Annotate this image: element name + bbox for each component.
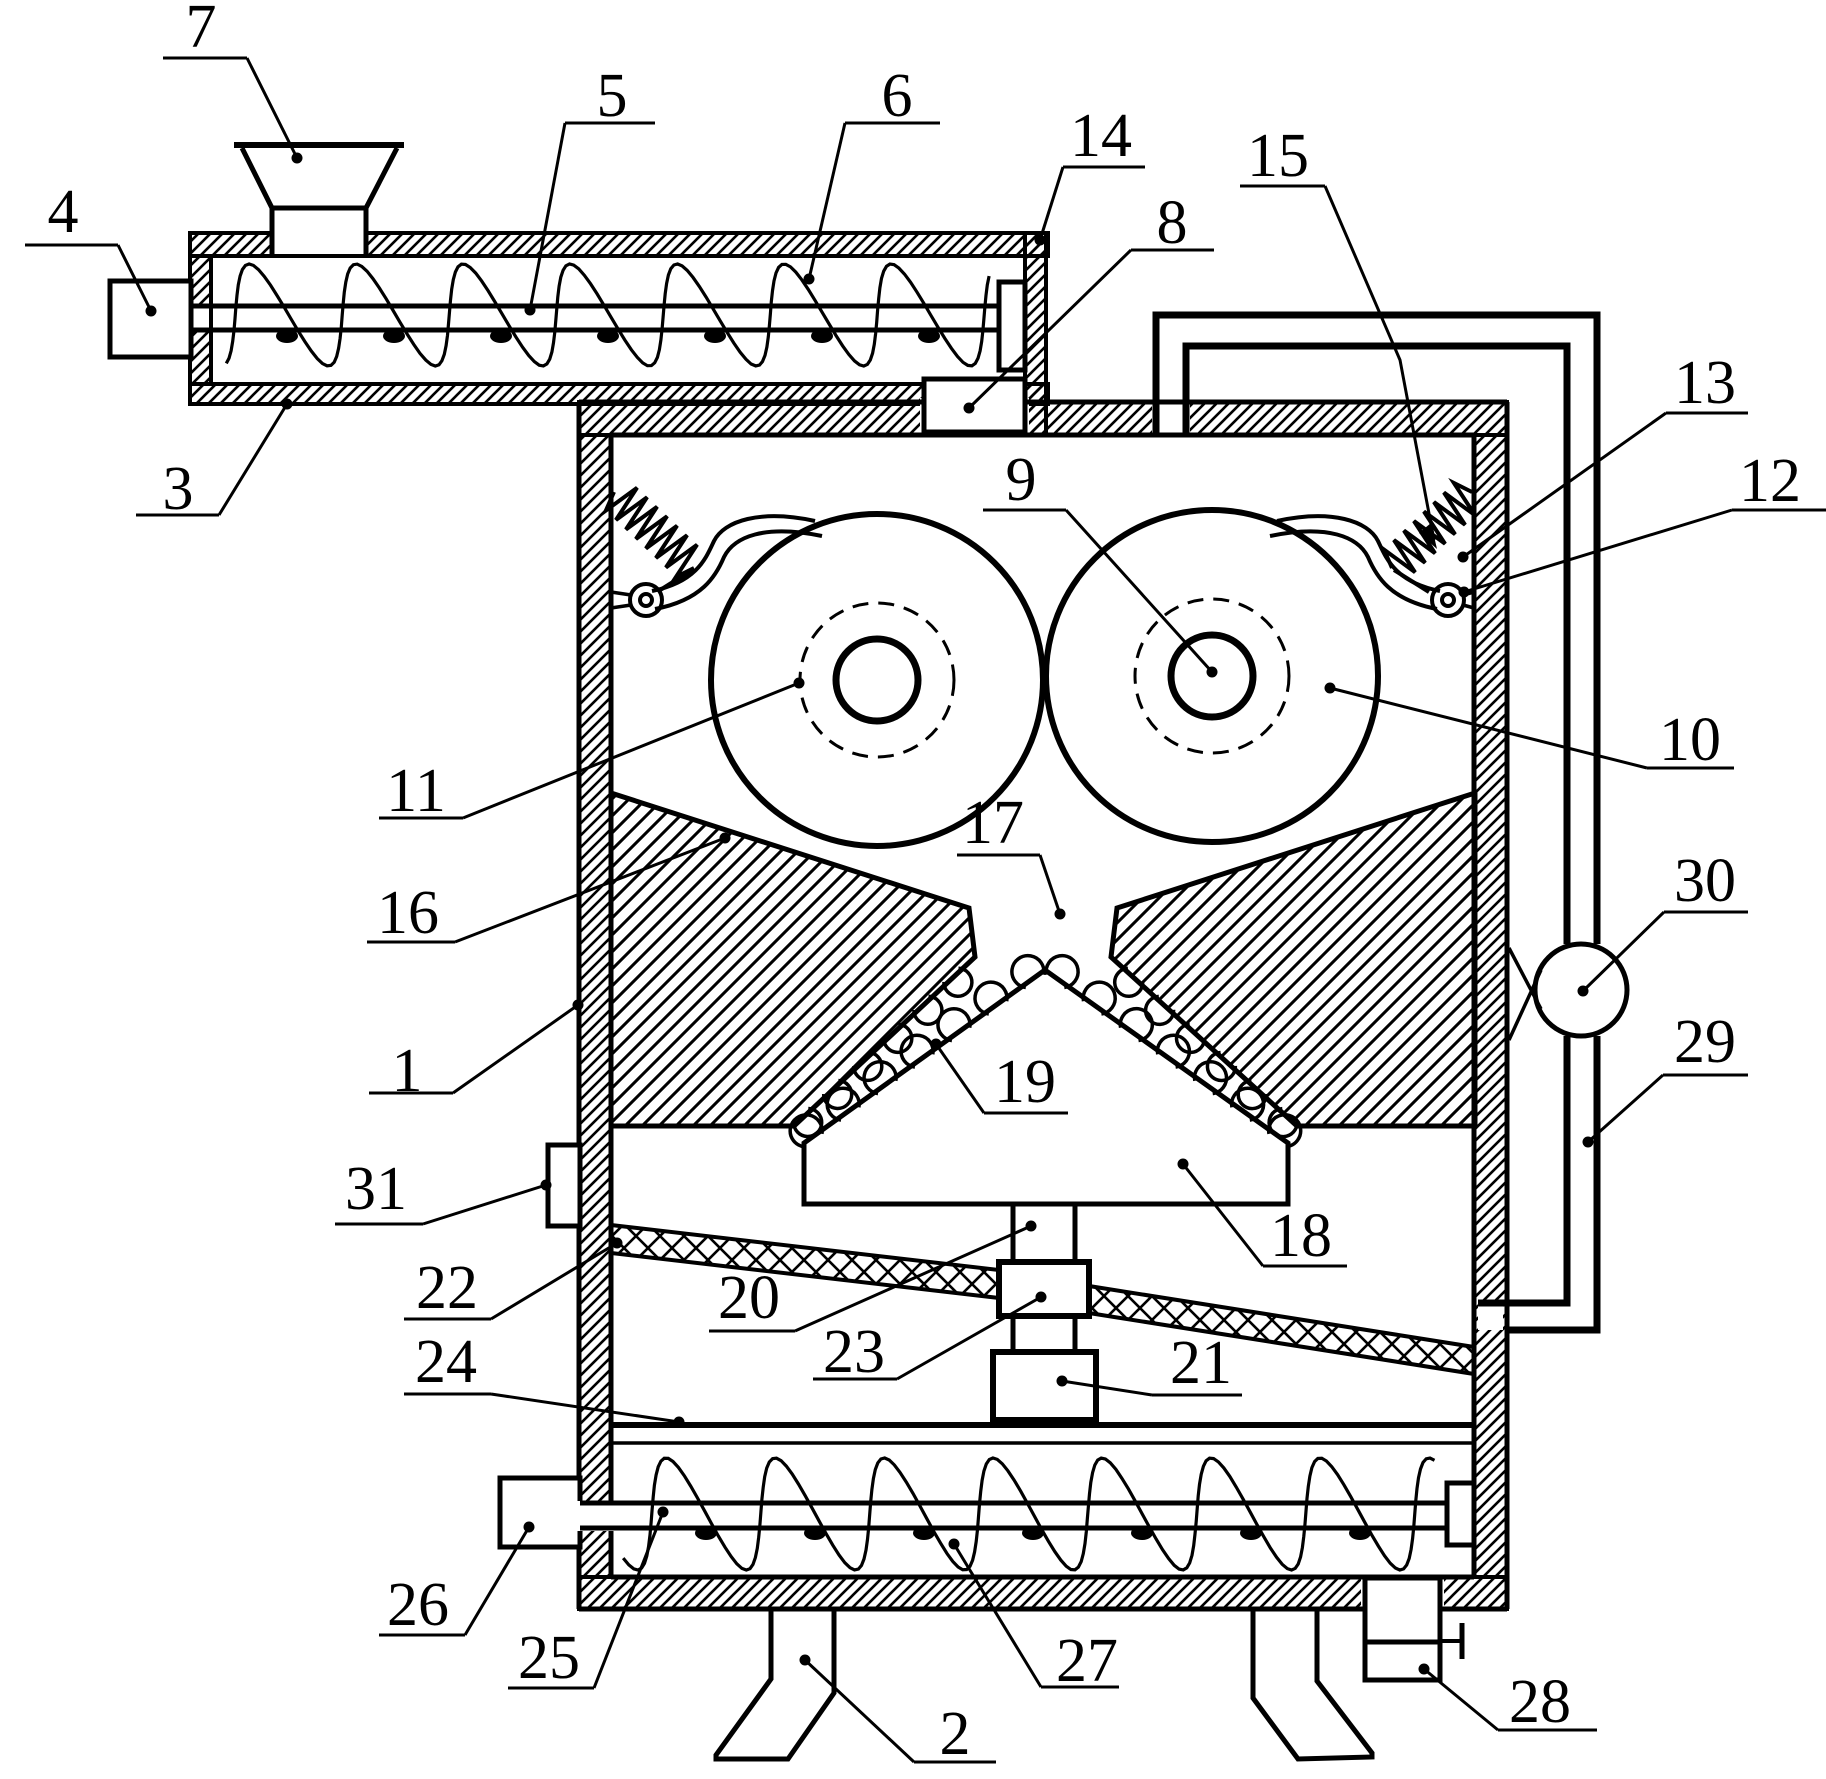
svg-text:12: 12 [1739,447,1801,515]
svg-text:9: 9 [1006,446,1037,514]
svg-text:4: 4 [48,178,79,246]
svg-text:25: 25 [518,1624,580,1692]
svg-text:14: 14 [1070,102,1132,170]
svg-text:6: 6 [882,62,913,130]
svg-text:22: 22 [416,1254,478,1322]
svg-text:11: 11 [386,757,446,825]
svg-text:30: 30 [1674,847,1736,915]
svg-text:15: 15 [1247,122,1309,190]
svg-text:2: 2 [940,1700,971,1768]
svg-text:18: 18 [1270,1202,1332,1270]
svg-text:21: 21 [1170,1329,1232,1397]
svg-text:1: 1 [392,1037,423,1105]
svg-text:13: 13 [1674,349,1736,417]
svg-text:8: 8 [1157,189,1188,257]
svg-text:5: 5 [597,62,628,130]
svg-text:23: 23 [823,1318,885,1386]
svg-text:29: 29 [1674,1008,1736,1076]
svg-text:31: 31 [345,1155,407,1223]
svg-text:24: 24 [415,1328,477,1396]
svg-text:17: 17 [962,789,1024,857]
svg-text:28: 28 [1509,1668,1571,1736]
svg-text:20: 20 [718,1264,780,1332]
svg-text:10: 10 [1659,706,1721,774]
svg-text:19: 19 [994,1048,1056,1116]
svg-text:27: 27 [1056,1627,1118,1695]
svg-text:7: 7 [186,0,217,61]
svg-text:3: 3 [163,455,194,523]
svg-text:16: 16 [377,879,439,947]
svg-text:26: 26 [387,1571,449,1639]
